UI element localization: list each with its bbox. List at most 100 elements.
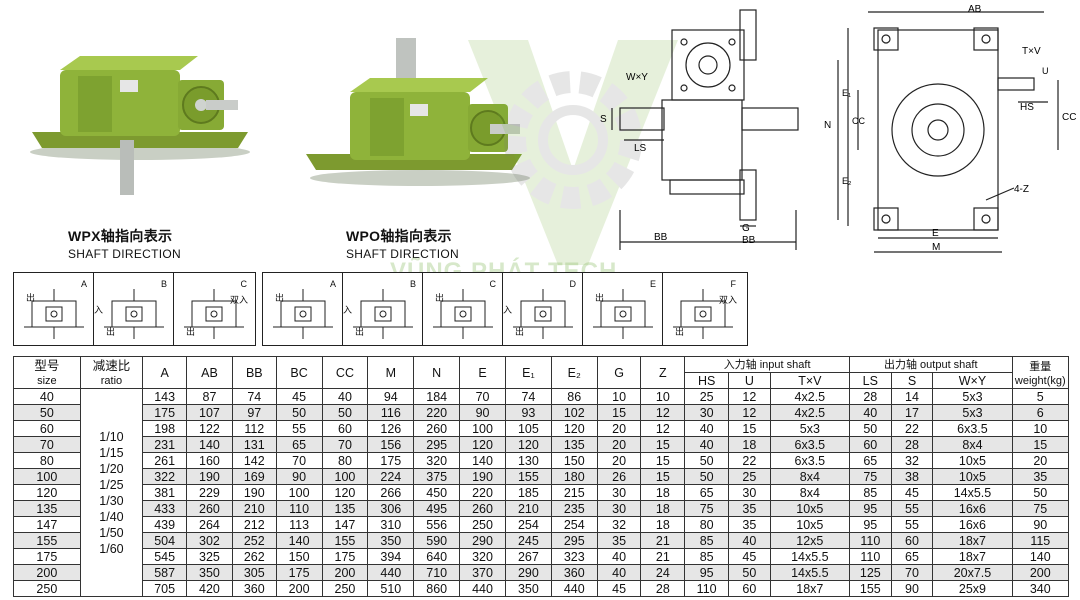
table-cell: 5 bbox=[1011, 388, 1070, 405]
table-cell: 30 bbox=[728, 484, 771, 501]
table-cell: 175 bbox=[142, 404, 188, 421]
wpx-direction-title: WPX轴指向表示 SHAFT DIRECTION bbox=[68, 228, 181, 261]
table-cell: 50 bbox=[848, 420, 892, 437]
table-cell: 16x6 bbox=[932, 500, 1013, 517]
table-cell: 20 bbox=[596, 420, 642, 437]
table-cell: 15 bbox=[728, 420, 771, 437]
table-cell: 306 bbox=[367, 500, 415, 517]
front-view-drawing: AB T×V U HS CC N E₁ CC E₂ 4-Z E M bbox=[824, 4, 1076, 253]
table-cell: 65 bbox=[890, 548, 934, 565]
table-cell: 20 bbox=[596, 452, 642, 469]
svg-text:BB: BB bbox=[654, 232, 668, 243]
header-m: M bbox=[367, 356, 415, 389]
table-cell: 18x7 bbox=[932, 548, 1013, 565]
table-cell: 254 bbox=[504, 516, 552, 533]
table-cell: 12 bbox=[640, 404, 686, 421]
table-cell: 556 bbox=[413, 516, 461, 533]
table-cell: 40 bbox=[321, 388, 369, 405]
table-cell: 14 bbox=[890, 388, 934, 405]
table-cell: 260 bbox=[186, 500, 233, 517]
gearbox-outline-icon bbox=[104, 289, 164, 339]
table-cell: 220 bbox=[413, 404, 461, 421]
table-cell: 169 bbox=[231, 468, 277, 485]
table-cell: 25 bbox=[728, 468, 771, 485]
svg-text:E: E bbox=[932, 228, 939, 239]
gearbox-outline-icon bbox=[433, 289, 493, 339]
size-cell: 60 bbox=[13, 420, 81, 437]
table-cell: 107 bbox=[186, 404, 233, 421]
table-cell: 10x5 bbox=[932, 468, 1013, 485]
table-cell: 143 bbox=[142, 388, 188, 405]
table-cell: 510 bbox=[367, 580, 415, 597]
table-cell: 102 bbox=[550, 404, 598, 421]
svg-text:CC: CC bbox=[1062, 112, 1076, 123]
gearbox-outline-icon bbox=[353, 289, 413, 339]
table-cell: 305 bbox=[231, 564, 277, 581]
table-cell: 140 bbox=[1011, 548, 1070, 565]
table-cell: 65 bbox=[848, 452, 892, 469]
table-cell: 95 bbox=[848, 500, 892, 517]
table-cell: 38 bbox=[890, 468, 934, 485]
table-cell: 21 bbox=[640, 532, 686, 549]
table-cell: 190 bbox=[231, 484, 277, 501]
table-cell: 375 bbox=[413, 468, 461, 485]
direction-letter: B bbox=[409, 279, 416, 289]
header-a: A bbox=[142, 356, 188, 389]
table-cell: 254 bbox=[550, 516, 598, 533]
table-cell: 260 bbox=[459, 500, 506, 517]
wpo-direction-title: WPO轴指向表示 SHAFT DIRECTION bbox=[346, 228, 459, 261]
table-cell: 35 bbox=[728, 516, 771, 533]
table-cell: 5x3 bbox=[932, 404, 1013, 421]
ratio-value: 1/10 bbox=[99, 429, 124, 444]
table-cell: 6x3.5 bbox=[769, 436, 850, 453]
table-cell: 30 bbox=[684, 404, 730, 421]
table-cell: 45 bbox=[596, 580, 642, 597]
table-cell: 224 bbox=[367, 468, 415, 485]
gearbox-outline-icon bbox=[593, 289, 653, 339]
svg-text:S: S bbox=[600, 114, 607, 125]
size-cell: 100 bbox=[13, 468, 81, 485]
size-cell: 50 bbox=[13, 404, 81, 421]
direction-label: 出 bbox=[186, 327, 196, 337]
table-cell: 135 bbox=[550, 436, 598, 453]
table-cell: 175 bbox=[321, 548, 369, 565]
table-cell: 17 bbox=[890, 404, 934, 421]
svg-text:U: U bbox=[1042, 66, 1049, 76]
direction-label: 出 bbox=[435, 293, 445, 303]
table-cell: 28 bbox=[890, 436, 934, 453]
svg-text:AB: AB bbox=[968, 4, 982, 15]
direction-label: 出 bbox=[26, 293, 36, 303]
direction-label: 入 bbox=[94, 305, 104, 315]
table-cell: 5x3 bbox=[932, 388, 1013, 405]
table-cell: 350 bbox=[367, 532, 415, 549]
size-cell: 200 bbox=[13, 564, 81, 581]
table-cell: 40 bbox=[684, 420, 730, 437]
table-cell: 190 bbox=[459, 468, 506, 485]
table-cell: 440 bbox=[367, 564, 415, 581]
table-cell: 323 bbox=[550, 548, 598, 565]
table-cell: 155 bbox=[321, 532, 369, 549]
header-wxy: W×Y bbox=[932, 372, 1013, 389]
direction-label: 出 bbox=[675, 327, 685, 337]
table-cell: 94 bbox=[367, 388, 415, 405]
table-cell: 302 bbox=[186, 532, 233, 549]
table-cell: 260 bbox=[413, 420, 461, 437]
table-cell: 26 bbox=[596, 468, 642, 485]
table-cell: 35 bbox=[728, 500, 771, 517]
table-cell: 60 bbox=[321, 420, 369, 437]
table-cell: 25 bbox=[684, 388, 730, 405]
table-cell: 90 bbox=[1011, 516, 1070, 533]
direction-label: 出 bbox=[275, 293, 285, 303]
size-cell: 40 bbox=[13, 388, 81, 405]
table-cell: 85 bbox=[848, 484, 892, 501]
table-cell: 245 bbox=[504, 532, 552, 549]
direction-label: 入 bbox=[503, 305, 513, 315]
